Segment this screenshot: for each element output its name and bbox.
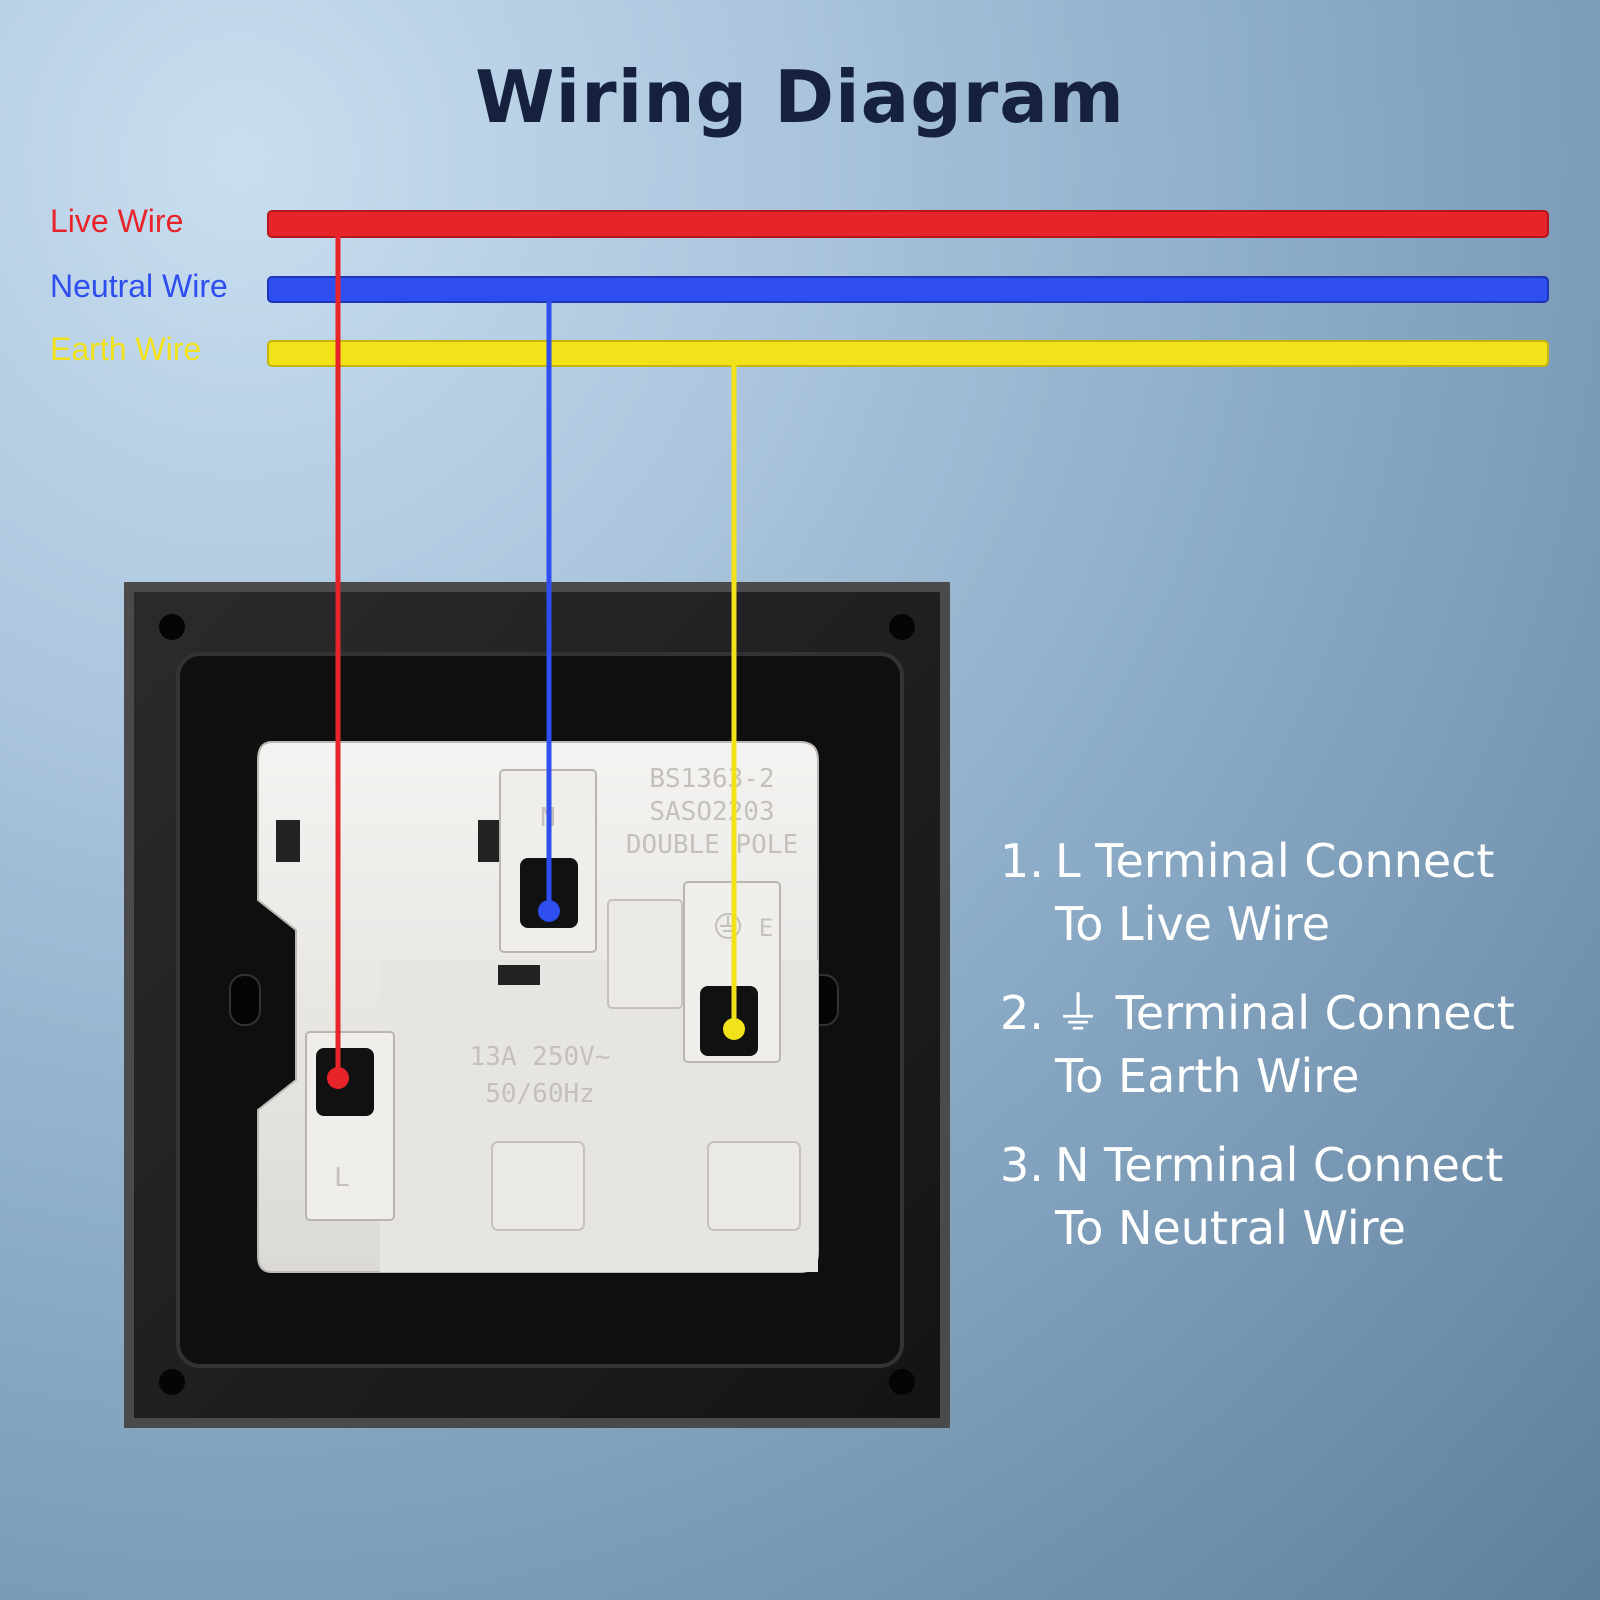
earth-bus-wire [267,340,1549,367]
step-text: ⏚ Terminal Connect To Earth Wire [1055,986,1515,1103]
marking-rating: 13A 250V~ [470,1042,611,1072]
neutral-bus-wire [267,276,1549,303]
instruction-list: 1. L Terminal Connect To Live Wire 2. ⏚ … [1000,830,1580,1286]
instruction-step: 1. L Terminal Connect To Live Wire [1000,830,1580,956]
live-wire-label: Live Wire [50,203,184,239]
marking-frequency: 50/60Hz [485,1079,595,1109]
marking-pole: DOUBLE POLE [626,830,798,860]
screw-hole [159,614,185,640]
marking-terminal-e: E [759,914,773,942]
screw-hole [889,614,915,640]
page-title: Wiring Diagram [475,55,1125,139]
step-text: N Terminal Connect To Neutral Wire [1055,1138,1504,1255]
neutral-wire-label: Neutral Wire [50,268,228,304]
earth-terminal-point [723,1018,745,1040]
neutral-terminal-point [538,900,560,922]
marking-saso: SASO2203 [649,797,774,827]
earth-symbol-icon [715,913,741,939]
step-number: 3. [1000,1138,1044,1192]
live-terminal-point [327,1067,349,1089]
earth-wire-label: Earth Wire [50,331,202,367]
socket-back: BS1363-2 SASO2203 DOUBLE POLE 13A 250V~ … [124,582,950,1428]
step-number: 1. [1000,834,1044,888]
instruction-step: 3. N Terminal Connect To Neutral Wire [1000,1134,1580,1260]
screw-hole [159,1369,185,1395]
marking-standard: BS1363-2 [649,764,774,794]
step-number: 2. [1000,986,1044,1040]
instruction-step: 2. ⏚ Terminal Connect To Earth Wire [1000,982,1580,1108]
live-bus-wire [267,210,1549,238]
marking-terminal-l: L [334,1163,350,1193]
step-text: L Terminal Connect To Live Wire [1055,834,1495,951]
screw-hole [889,1369,915,1395]
